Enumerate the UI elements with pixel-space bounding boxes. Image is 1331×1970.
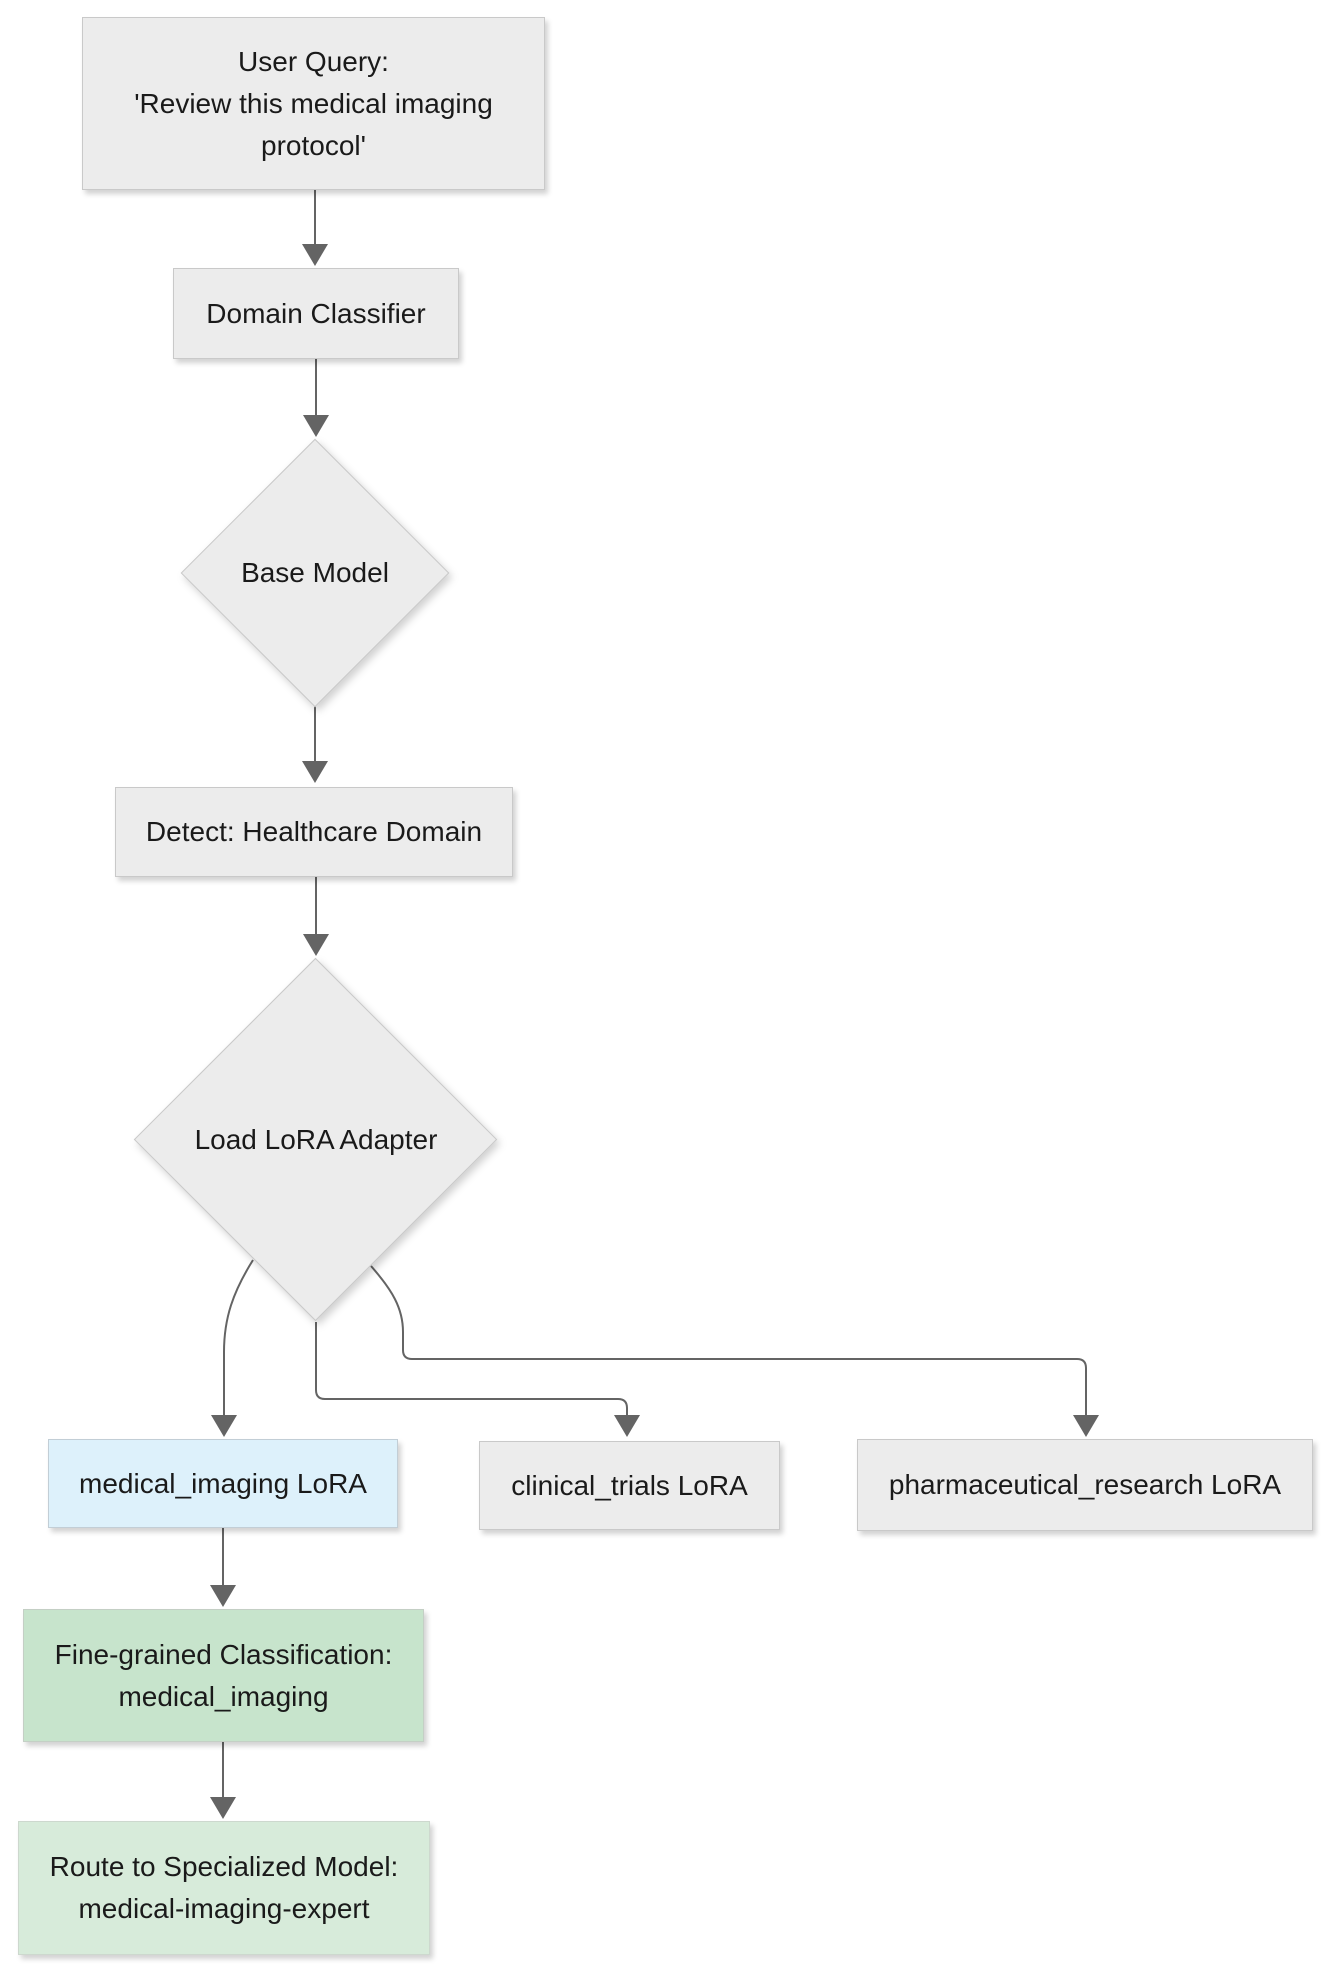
node-clinical-trials-lora: clinical_trials LoRA	[479, 1441, 780, 1530]
node-user-query-label: User Query: 'Review this medical imaging…	[95, 41, 532, 167]
node-detect-domain: Detect: Healthcare Domain	[115, 787, 513, 877]
base-model-text: Base Model	[241, 557, 389, 588]
node-fine-grained-classification: Fine-grained Classification: medical_ima…	[23, 1609, 424, 1742]
node-pharmaceutical-research-lora-label: pharmaceutical_research LoRA	[888, 1469, 1282, 1500]
edge-load-lora-to-medical-imaging	[211, 1259, 254, 1437]
node-domain-classifier: Domain Classifier	[173, 268, 459, 359]
node-fine-grained-label: Fine-grained Classification: medical_ima…	[55, 1634, 393, 1718]
node-user-query-line1: User Query:	[238, 45, 389, 77]
node-domain-classifier-label: Domain Classifier	[206, 297, 426, 329]
node-route-specialized-model: Route to Specialized Model: medical-imag…	[18, 1821, 430, 1955]
edge-domain-classifier-to-base-model	[303, 359, 329, 437]
edge-base-model-to-detect	[302, 705, 328, 783]
node-user-query: User Query: 'Review this medical imaging…	[82, 17, 545, 190]
edge-fine-grained-to-route	[210, 1742, 236, 1819]
edge-detect-to-load-lora	[303, 877, 329, 956]
load-lora-text: Load LoRA Adapter	[194, 1124, 438, 1155]
node-fine-grained-line1: Fine-grained Classification:	[54, 1638, 393, 1670]
node-route-label: Route to Specialized Model: medical-imag…	[50, 1846, 399, 1930]
node-route-line1: Route to Specialized Model:	[49, 1851, 399, 1882]
edge-load-lora-to-pharmaceutical	[370, 1265, 1099, 1437]
node-pharmaceutical-research-lora: pharmaceutical_research LoRA	[857, 1439, 1313, 1531]
node-medical-imaging-lora: medical_imaging LoRA	[48, 1439, 398, 1528]
node-fine-grained-line2: medical_imaging	[118, 1680, 329, 1712]
edge-load-lora-to-clinical-trials	[315, 1322, 640, 1437]
node-user-query-line2: 'Review this medical imaging protocol'	[134, 87, 493, 161]
node-clinical-trials-lora-label: clinical_trials LoRA	[511, 1469, 748, 1501]
node-route-line2: medical-imaging-expert	[78, 1893, 370, 1924]
node-base-model-label: Base Model	[181, 441, 449, 705]
node-medical-imaging-lora-label: medical_imaging LoRA	[79, 1467, 367, 1499]
node-detect-domain-label: Detect: Healthcare Domain	[145, 816, 483, 847]
edge-medical-imaging-to-fine-grained	[210, 1528, 236, 1607]
edge-user-query-to-domain-classifier	[302, 190, 328, 266]
node-load-lora-label: Load LoRA Adapter	[134, 958, 498, 1322]
